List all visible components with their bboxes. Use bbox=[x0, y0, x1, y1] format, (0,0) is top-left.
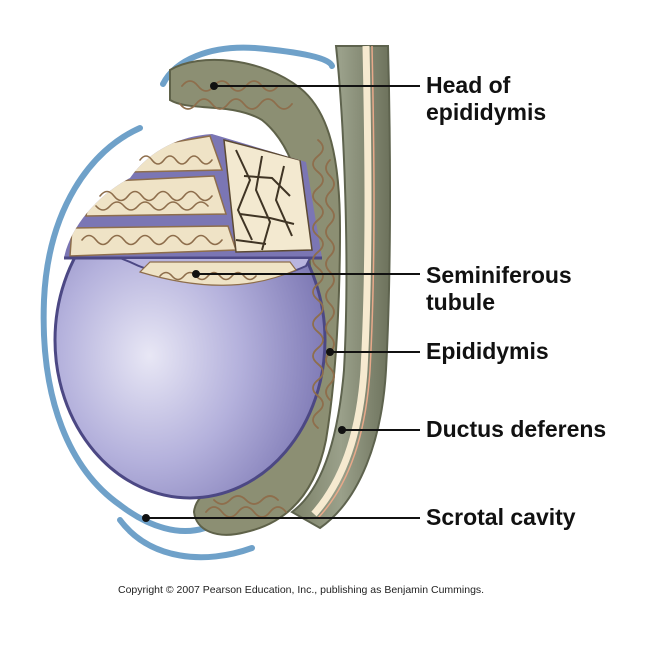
tubule-squiggle-4 bbox=[81, 234, 223, 246]
leader-dot-epididymis bbox=[326, 348, 334, 356]
label-scrotal-cavity: Scrotal cavity bbox=[426, 504, 576, 530]
label-seminiferous-tubule-line1: Seminiferous bbox=[426, 262, 572, 288]
leader-dot-scrotal-cavity bbox=[142, 514, 150, 522]
label-head-of-epididymis-line1: Head of bbox=[426, 72, 511, 98]
label-head-of-epididymis-line2: epididymis bbox=[426, 99, 547, 125]
tubule-squiggle-3 bbox=[95, 201, 209, 211]
epididymis-tail-tubules bbox=[205, 495, 287, 518]
tubule-squiggle-2 bbox=[99, 190, 213, 202]
rete-network bbox=[235, 149, 295, 251]
scrotal-wall bbox=[40, 125, 208, 534]
lobule-upper bbox=[127, 135, 224, 173]
leader-dot-ductus-deferens bbox=[338, 426, 346, 434]
ductus-deferens-lumen-edge bbox=[317, 45, 375, 519]
tubule-squiggle-1 bbox=[139, 155, 213, 165]
epididymis-body-tubules bbox=[312, 139, 324, 429]
ductus-deferens-lumen bbox=[311, 45, 372, 517]
label-seminiferous-tubule-line2: tubule bbox=[426, 289, 495, 315]
leader-dot-head-of-epididymis bbox=[210, 82, 218, 90]
label-epididymis: Epididymis bbox=[426, 338, 549, 364]
label-seminiferous-tubule: Seminiferous tubule bbox=[426, 262, 572, 316]
leader-dot-seminiferous-tubule bbox=[192, 270, 200, 278]
copyright-notice: Copyright © 2007 Pearson Education, Inc.… bbox=[118, 584, 485, 596]
label-ductus-deferens: Ductus deferens bbox=[426, 416, 607, 442]
label-head-of-epididymis: Head of epididymis bbox=[426, 72, 546, 126]
epididymis-body-tubules-2 bbox=[325, 159, 335, 401]
